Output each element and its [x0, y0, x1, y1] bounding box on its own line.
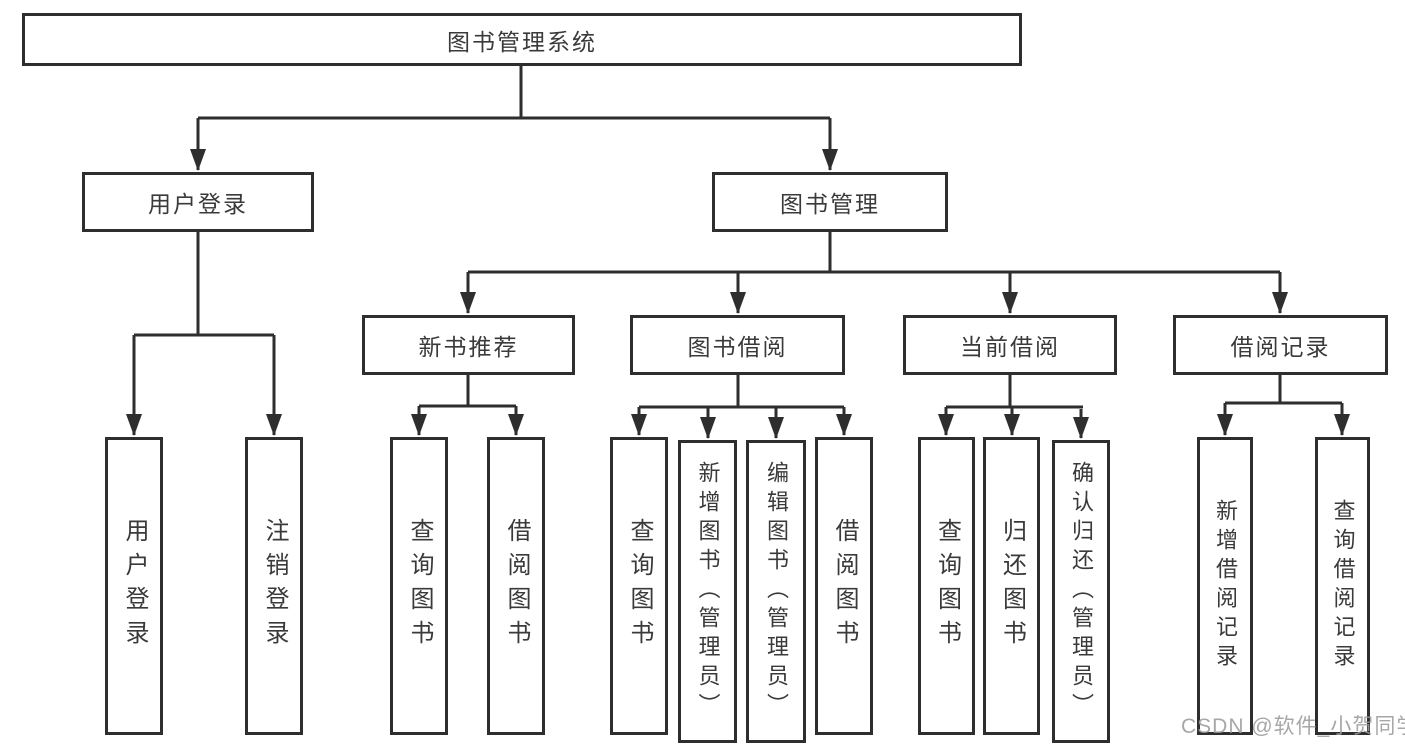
leaf-current-query: 查询图书 [918, 437, 975, 735]
leaf-current-confirm-admin: 确认归还（管理员） [1052, 440, 1110, 743]
node-book-borrowing: 图书借阅 [630, 315, 845, 375]
node-borrowing-records: 借阅记录 [1173, 315, 1388, 375]
leaf-newbooks-borrow: 借阅图书 [487, 437, 545, 735]
leaf-records-query: 查询借阅记录 [1315, 437, 1370, 735]
node-root: 图书管理系统 [22, 13, 1022, 66]
csdn-watermark: CSDN @软件_小贺同学 [1181, 715, 1405, 738]
node-book-management-branch: 图书管理 [712, 172, 948, 232]
node-current-borrowing: 当前借阅 [903, 315, 1117, 375]
leaf-user-login: 用户登录 [105, 437, 163, 735]
node-new-books: 新书推荐 [362, 315, 575, 375]
leaf-borrowing-add-admin: 新增图书（管理员） [678, 440, 737, 743]
leaf-newbooks-query: 查询图书 [390, 437, 448, 735]
leaf-logout: 注销登录 [245, 437, 303, 735]
node-user-login-branch: 用户登录 [82, 172, 314, 232]
leaf-records-add: 新增借阅记录 [1197, 437, 1253, 735]
leaf-borrowing-borrow: 借阅图书 [815, 437, 873, 735]
leaf-borrowing-edit-admin: 编辑图书（管理员） [746, 440, 806, 743]
leaf-borrowing-query: 查询图书 [610, 437, 668, 735]
leaf-current-return: 归还图书 [983, 437, 1040, 735]
